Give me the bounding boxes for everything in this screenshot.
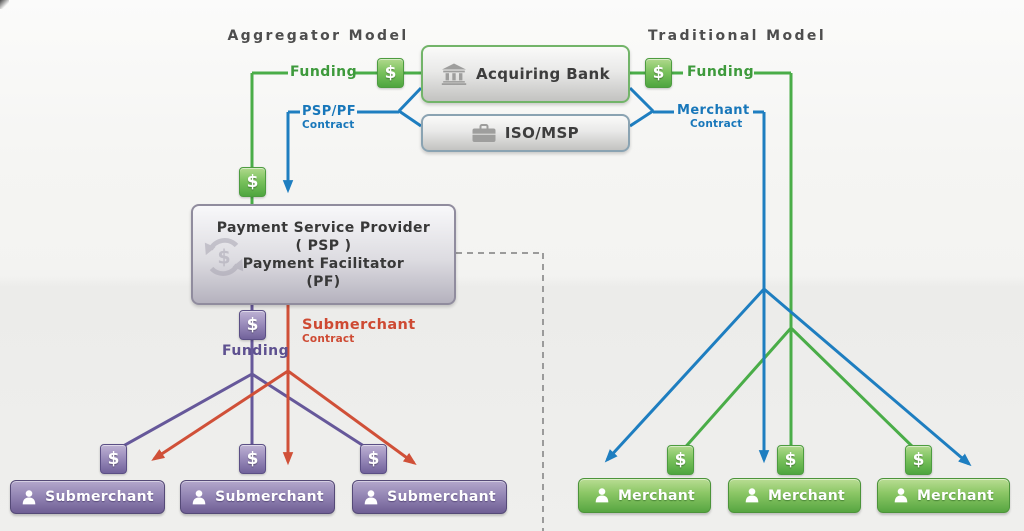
submerchant-box-2: Submerchant xyxy=(180,480,335,514)
submerchant-box-1: Submerchant xyxy=(10,480,165,514)
submerchant-contract-line1: Submerchant xyxy=(302,317,416,333)
iso-msp-box: ISO/MSP xyxy=(421,114,630,152)
corner-shadow xyxy=(0,0,9,9)
acquiring-bank-label: Acquiring Bank xyxy=(475,65,611,83)
circular-arrows-dollar-icon: $ xyxy=(204,238,244,276)
person-icon xyxy=(364,489,378,504)
bank-building-icon xyxy=(441,63,467,85)
merchant-contract-arrow-3 xyxy=(763,287,972,467)
merchant-contract-line2: Contract xyxy=(690,118,743,130)
dollar-icon: $ xyxy=(360,444,387,474)
dollar-icon: $ xyxy=(239,310,266,340)
person-icon xyxy=(595,488,609,503)
dollar-icon: $ xyxy=(777,445,804,475)
person-icon xyxy=(894,488,908,503)
submerchant-contract-arrow-3 xyxy=(287,369,417,465)
briefcase-icon xyxy=(472,123,496,142)
funding-label-left: Funding xyxy=(290,64,358,80)
dollar-icon: $ xyxy=(905,445,932,475)
submerchant-label: Submerchant xyxy=(215,489,324,505)
contract-lines-blue xyxy=(282,86,972,467)
submerchant-label: Submerchant xyxy=(45,489,154,505)
merchant-contract-arrow-1 xyxy=(604,287,766,463)
submerchant-contract-lines-red xyxy=(151,305,417,466)
acquiring-bank-box: Acquiring Bank xyxy=(421,45,630,103)
dollar-icon: $ xyxy=(239,167,266,197)
psp-line-3: Payment Facilitator xyxy=(242,255,405,272)
submerchant-contract-label: Submerchant Contract xyxy=(302,317,416,345)
model-divider-dashed-line xyxy=(456,252,544,531)
merchant-box-3: Merchant xyxy=(877,478,1010,513)
dollar-icon: $ xyxy=(377,58,404,88)
submerchant-box-3: Submerchant xyxy=(352,480,507,514)
psp-funding-label: Funding xyxy=(222,343,290,359)
psp-line-2: ( PSP ) xyxy=(295,237,352,254)
merchant-box-2: Merchant xyxy=(728,478,861,513)
dollar-icon: $ xyxy=(239,444,266,474)
dollar-icon: $ xyxy=(100,444,127,474)
merchant-label: Merchant xyxy=(617,487,696,504)
submerchant-contract-arrow-1 xyxy=(151,369,289,461)
psp-pf-contract-line2: Contract xyxy=(302,119,355,131)
aggregator-model-title: Aggregator Model xyxy=(227,28,409,44)
psp-pf-contract-label: PSP/PF Contract xyxy=(302,104,356,131)
psp-pf-box: $ Payment Service Provider ( PSP ) Payme… xyxy=(191,204,456,305)
merchant-contract-label: Merchant Contract xyxy=(677,103,750,130)
psp-pf-contract-line1: PSP/PF xyxy=(302,104,356,119)
svg-text:$: $ xyxy=(217,246,230,269)
merchant-box-1: Merchant xyxy=(578,478,711,513)
merchant-label: Merchant xyxy=(767,487,846,504)
dollar-icon: $ xyxy=(667,445,694,475)
submerchant-label: Submerchant xyxy=(387,489,496,505)
psp-line-1: Payment Service Provider xyxy=(216,219,431,236)
merchant-contract-line1: Merchant xyxy=(677,103,750,118)
person-icon xyxy=(22,489,36,504)
iso-msp-label: ISO/MSP xyxy=(504,124,580,142)
psp-line-4: (PF) xyxy=(306,273,341,290)
person-icon xyxy=(745,488,759,503)
merchant-label: Merchant xyxy=(916,487,995,504)
traditional-model-title: Traditional Model xyxy=(647,28,827,44)
dollar-icon: $ xyxy=(645,58,672,88)
person-icon xyxy=(192,489,206,504)
submerchant-contract-line2: Contract xyxy=(302,333,355,345)
funding-label-right: Funding xyxy=(687,64,755,80)
